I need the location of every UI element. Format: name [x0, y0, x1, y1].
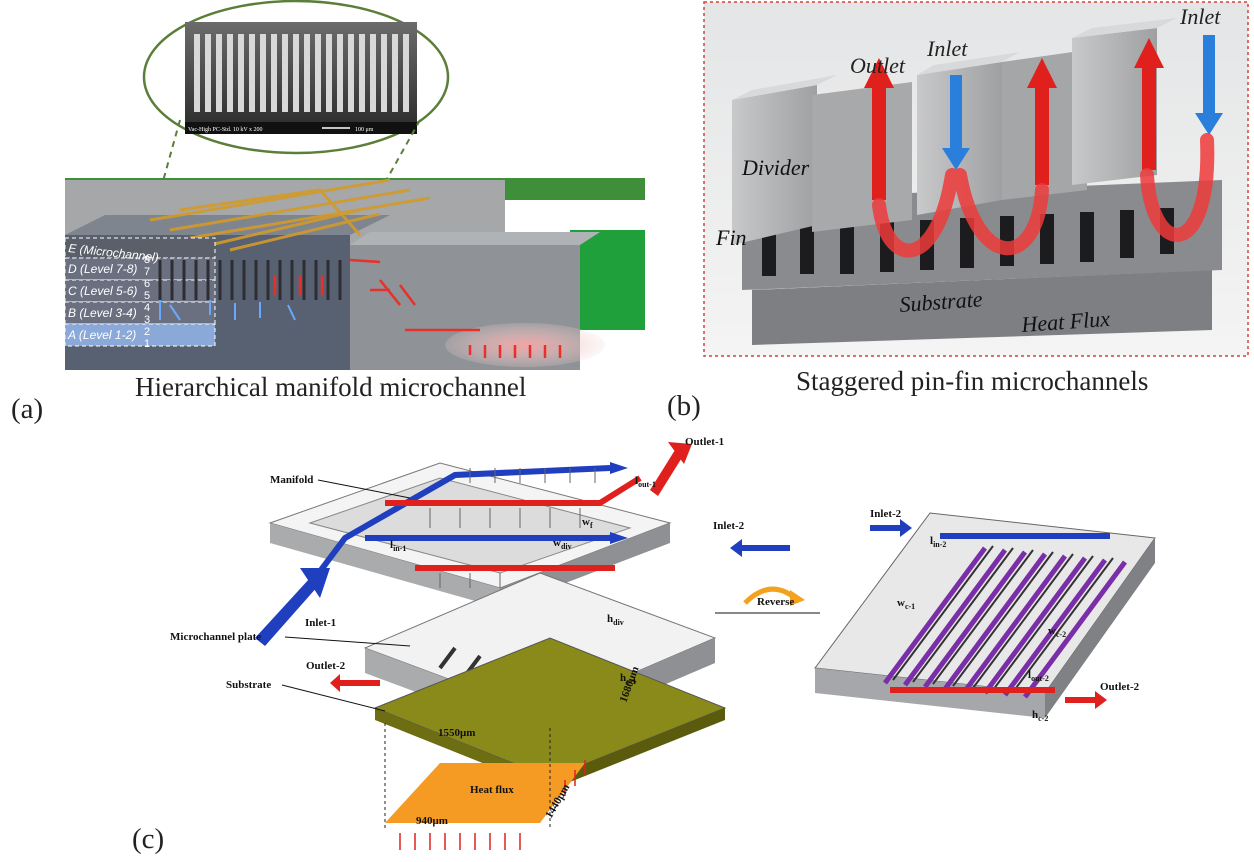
label-heat-flux: Heat flux	[470, 784, 514, 796]
sem-fin	[293, 34, 299, 112]
heat-flux-plane	[385, 763, 585, 823]
label-outlet2-right: Outlet-2	[1100, 681, 1140, 693]
level-a: A (Level 1-2)	[67, 328, 136, 342]
level-num-2: 2	[144, 326, 150, 338]
sem-fin	[205, 34, 211, 112]
sem-info-bar: Vac-High PC-Std. 10 kV x 200	[188, 127, 263, 133]
dim-940: 940μm	[416, 815, 448, 827]
label-manifold: Manifold	[270, 474, 313, 486]
sem-fin	[370, 34, 376, 112]
sem-scale-text: 100 μm	[355, 127, 374, 133]
label-inlet-left: Inlet	[926, 36, 968, 61]
microchannel-fins	[158, 260, 342, 300]
panel-a-figure: Vac-High PC-Std. 10 kV x 200 100 μm E (M…	[64, 0, 645, 370]
panel-b-caption: Staggered pin-fin microchannels	[796, 366, 1149, 396]
substrate-plate	[373, 637, 727, 790]
dim-lout2: lout-2	[1028, 669, 1049, 683]
level-b: B (Level 3-4)	[68, 306, 137, 320]
label-fin: Fin	[715, 225, 747, 250]
sem-fin	[348, 34, 354, 112]
sem-fin	[403, 34, 409, 112]
panel-b-figure: Outlet Inlet Inlet Divider Fin Substrate…	[703, 1, 1249, 357]
level-num-8: 8	[144, 254, 150, 266]
sem-fin	[381, 34, 387, 112]
dim-lin1: lin-1	[390, 539, 406, 553]
dim-hc2: hc-2	[1032, 709, 1048, 723]
label-inlet-right: Inlet	[1179, 4, 1221, 29]
label-substrate: Substrate	[226, 679, 271, 691]
level-num-5: 5	[144, 290, 150, 302]
level-num-1: 1	[144, 338, 150, 350]
label-outlet: Outlet	[850, 53, 906, 78]
panel-c-figure: Manifold Outlet-1 Inlet-2 Inlet-1 Microc…	[170, 436, 1156, 850]
level-c: C (Level 5-6)	[68, 284, 137, 298]
panel-a-label: (a)	[11, 393, 44, 425]
panel-c-label: (c)	[132, 823, 165, 855]
level-bands	[64, 237, 216, 347]
label-inlet1: Inlet-1	[305, 617, 336, 629]
dim-wf: wf	[582, 516, 593, 530]
label-reverse: Reverse	[757, 596, 794, 608]
dim-hc1: hc-1	[620, 672, 636, 686]
label-outlet2: Outlet-2	[306, 660, 346, 672]
sem-fin	[194, 34, 200, 112]
dim-1550: 1550μm	[438, 727, 475, 739]
sem-fin	[260, 34, 266, 112]
dim-wc1: wc-1	[897, 597, 915, 611]
dim-lout1: lout-1	[635, 475, 656, 489]
dim-lin2: lin-2	[930, 535, 946, 549]
label-microchannel-plate: Microchannel plate	[170, 631, 261, 643]
sem-fins	[194, 34, 409, 112]
level-num-3: 3	[144, 314, 150, 326]
label-inlet2: Inlet-2	[713, 520, 745, 532]
dim-wdiv: wdiv	[553, 537, 572, 551]
sem-fin	[282, 34, 288, 112]
sem-fin	[216, 34, 222, 112]
level-num-7: 7	[144, 266, 150, 278]
reversed-microchannel-plate	[814, 512, 1156, 718]
level-num-4: 4	[144, 302, 150, 314]
sem-fin	[315, 34, 321, 112]
sem-fin	[337, 34, 343, 112]
sem-fin	[227, 34, 233, 112]
label-divider: Divider	[741, 155, 810, 180]
substrate-block	[752, 270, 1212, 345]
level-d: D (Level 7-8)	[68, 262, 137, 276]
panel-a-caption: Hierarchical manifold microchannel	[135, 372, 527, 402]
level-num-6: 6	[144, 278, 150, 290]
sem-fin	[271, 34, 277, 112]
panel-b-label: (b)	[667, 390, 701, 422]
sem-fin	[304, 34, 310, 112]
dim-wc2: wc-2	[1048, 625, 1066, 639]
sem-fin	[326, 34, 332, 112]
dim-hdiv: hdiv	[607, 613, 624, 627]
sem-fin	[238, 34, 244, 112]
sem-fin	[249, 34, 255, 112]
label-heat-flux: Heat Flux	[1020, 306, 1111, 337]
label-outlet1: Outlet-1	[685, 436, 724, 448]
label-substrate: Substrate	[899, 286, 984, 317]
label-inlet2-right: Inlet-2	[870, 508, 902, 520]
sem-fin	[392, 34, 398, 112]
sem-fin	[359, 34, 365, 112]
